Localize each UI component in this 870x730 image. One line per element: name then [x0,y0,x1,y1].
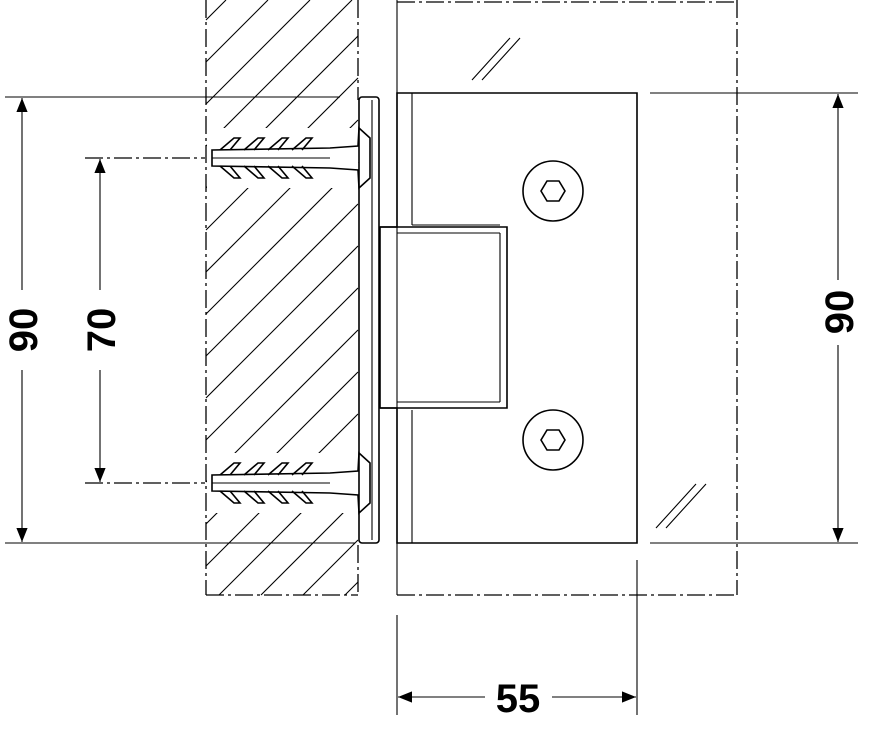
dimension-label: 90 [2,308,46,353]
hatch-line [205,287,359,441]
wall-anchor-icon [207,451,371,515]
hatch-line [205,0,311,105]
dimension-label: 55 [496,677,541,721]
hatch-line [344,581,359,596]
hinge-body [379,92,638,544]
hatch-line [205,0,227,21]
hatch-line [302,539,359,596]
dimension-glass-height: 90 [650,92,862,544]
hatch-line [205,0,353,147]
hex-screw-top-icon [522,160,584,222]
hatch-line [205,203,359,357]
dimension-label: 70 [80,308,124,353]
hatch-line [205,245,359,399]
hex-screw-bottom-icon [522,409,584,471]
dimension-label: 90 [818,290,862,335]
dimension-hinge-width: 55 [396,560,638,721]
glass-mark-icon [471,37,707,529]
wall-plate [358,96,380,544]
glass-panel [396,0,738,596]
dimension-wall-height: 90 [2,96,355,544]
wall-anchor-icon [207,126,371,190]
hatch-line [260,497,359,596]
dimension-screw-spacing: 70 [80,157,205,484]
hatch-line [205,0,269,63]
